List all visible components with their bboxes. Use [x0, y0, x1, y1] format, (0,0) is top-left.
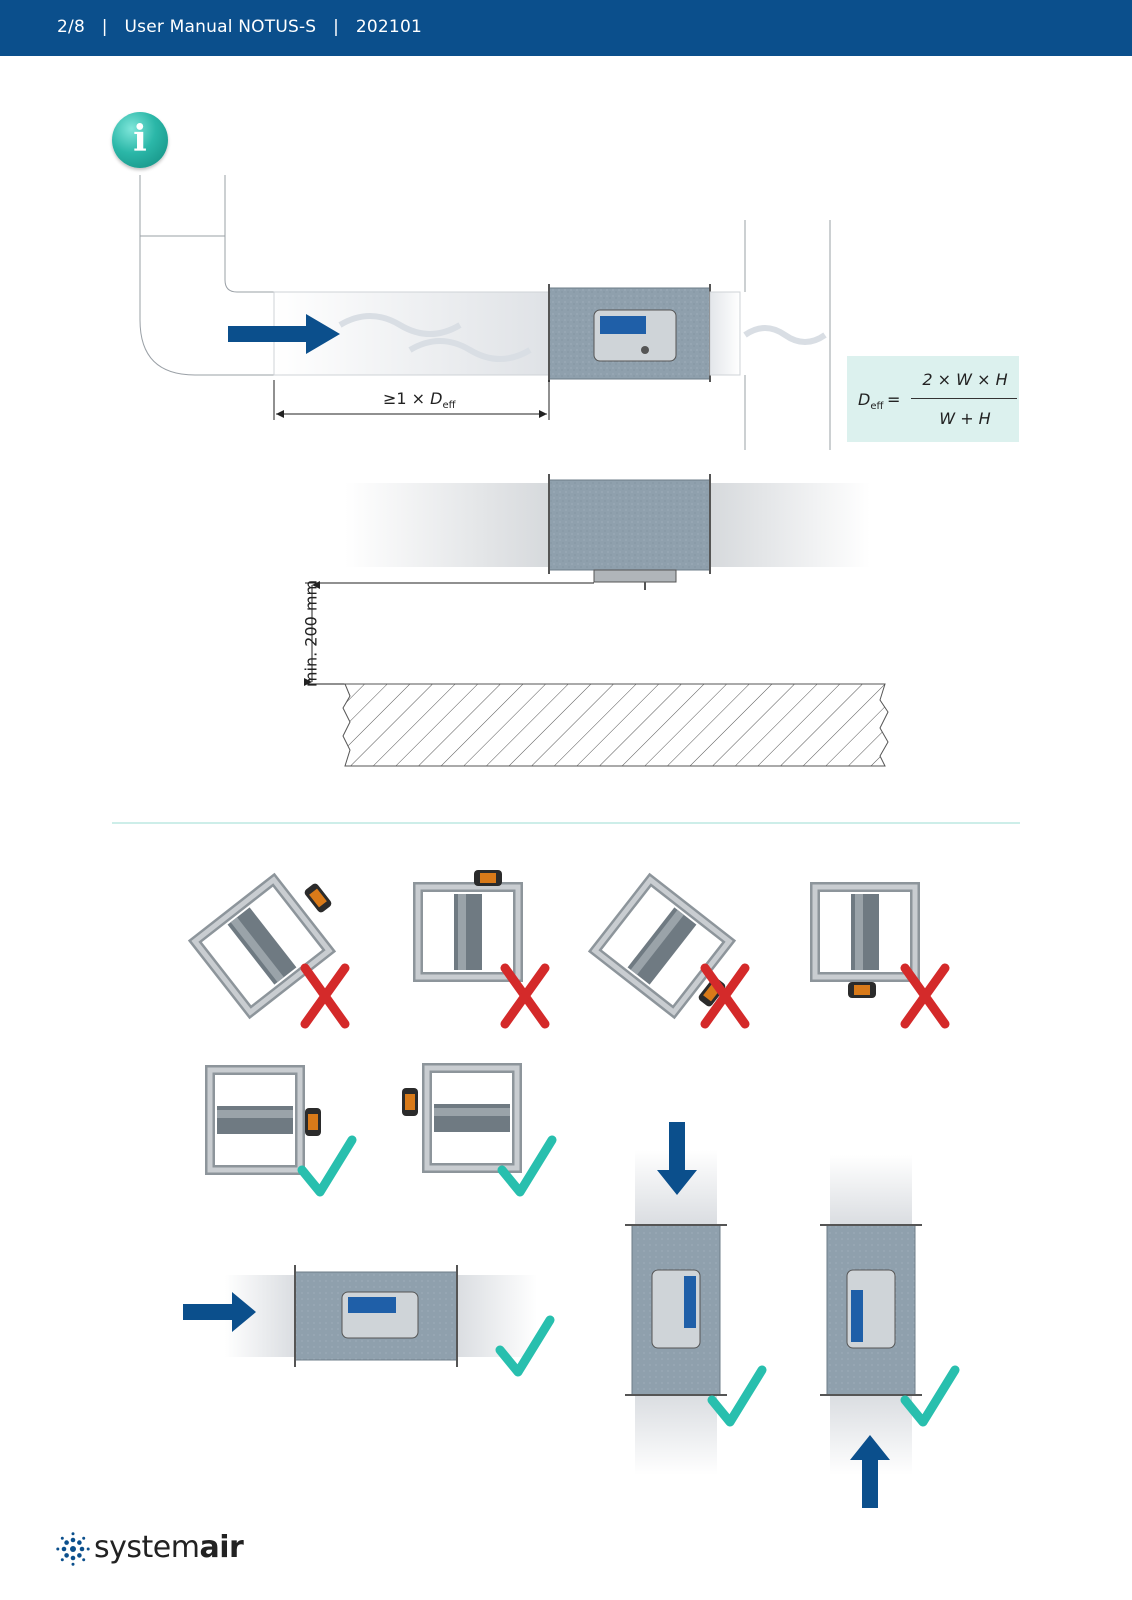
damper-body-side: [548, 479, 711, 571]
document-code: 202101: [355, 17, 422, 37]
vertical-duct-up-correct: [820, 1155, 955, 1508]
wrong-orientation-1: [195, 880, 345, 1024]
orientation-examples: [183, 870, 1132, 1508]
damper-label: [600, 316, 646, 334]
page-number: 2/8: [57, 17, 85, 37]
duct-right: [710, 483, 870, 567]
correct-orientation-2: [402, 1068, 552, 1192]
hatched-surface: [342, 683, 889, 767]
duct-left: [345, 483, 550, 567]
document-title: User Manual NOTUS-S: [124, 17, 317, 37]
formula-lhs: Deff: [858, 390, 884, 413]
wrong-orientation-3: [595, 880, 745, 1024]
flow-arrow-icon: [228, 314, 340, 354]
formula-box: Deff = 2 × W × H W + H: [847, 356, 1019, 442]
fraction-line: [911, 398, 1017, 399]
damper-actuator-side: [593, 569, 677, 583]
airflow-wave: [408, 338, 532, 362]
systemair-logo: systemair: [56, 1528, 244, 1568]
formula-numerator: 2 × W × H: [922, 370, 1008, 389]
info-icon: i: [112, 112, 168, 168]
section-divider: [112, 822, 1020, 824]
header-text: 2/8 | User Manual NOTUS-S | 202101: [57, 17, 422, 37]
correct-orientation-1: [210, 1070, 352, 1192]
flow-arrow-up-icon: [850, 1435, 890, 1508]
clearance-label: min. 200 mm: [301, 579, 321, 688]
wrong-orientation-2: [418, 870, 545, 1024]
formula-denominator: W + H: [939, 409, 991, 428]
downstream-duct: [709, 291, 741, 376]
formula-equals: =: [887, 390, 901, 409]
page-header: 2/8 | User Manual NOTUS-S | 202101: [0, 0, 1132, 56]
dimension-label: ≥1 × Deff: [383, 389, 456, 412]
cross-icon: [305, 968, 345, 1024]
check-icon: [302, 1140, 352, 1192]
cross-icon: [905, 968, 945, 1024]
clearance-diagram: [304, 474, 889, 767]
cross-icon: [505, 968, 545, 1024]
flow-arrow-down-icon: [657, 1122, 697, 1195]
straight-duct-diagram: [139, 175, 831, 450]
wrong-orientation-4: [815, 887, 945, 1024]
flow-arrow-right-icon: [183, 1292, 256, 1332]
systemair-dots-logo-icon: [56, 1532, 90, 1566]
duct-bend-outline: [139, 175, 831, 450]
brand-name: systemair: [94, 1530, 244, 1565]
airflow-wave: [338, 313, 462, 337]
horizontal-duct-correct: [183, 1265, 550, 1372]
vertical-duct-down-correct: [625, 1122, 762, 1475]
